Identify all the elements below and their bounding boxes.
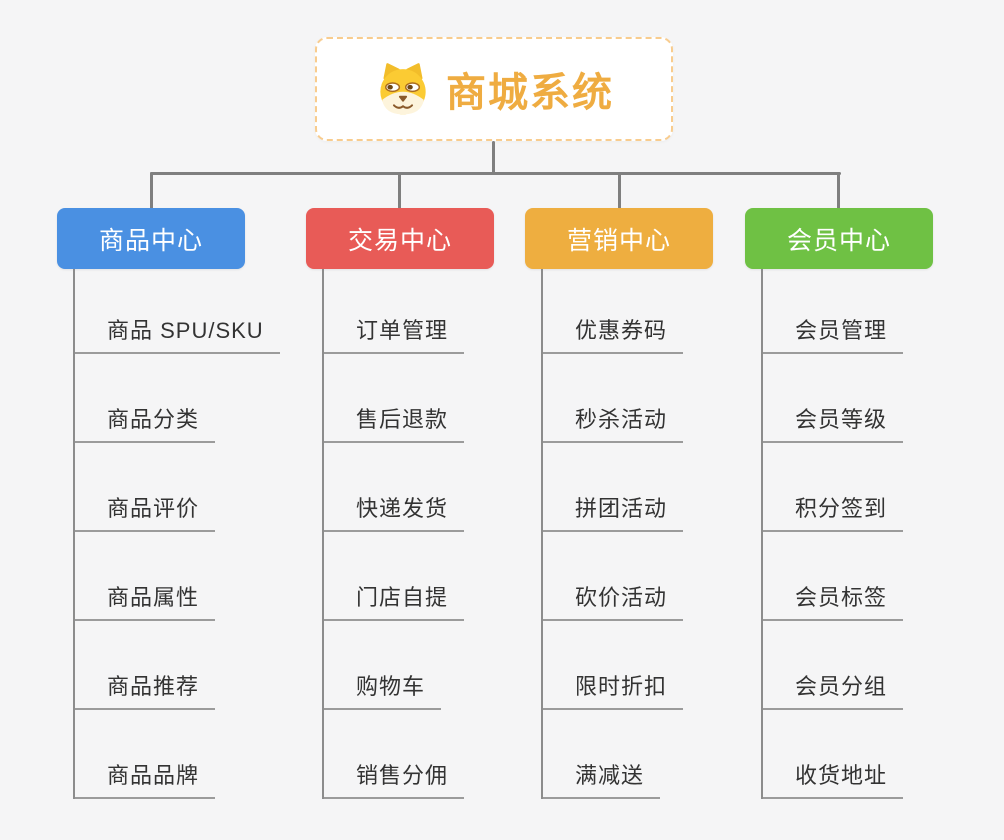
leaf-row: 积分签到 [763,443,985,532]
leaf-row: 购物车 [324,621,546,710]
leaf-row: 限时折扣 [543,621,765,710]
leaf-row: 秒杀活动 [543,354,765,443]
leaf-row: 售后退款 [324,354,546,443]
branch-member-center: 会员中心 会员管理 会员等级 积分签到 会员标签 会员分组 收货地址 [745,208,985,799]
leaf-node[interactable]: 会员管理 [763,313,904,354]
leaf-node[interactable]: 商品推荐 [75,669,216,710]
branch-product-center: 商品中心 商品 SPU/SKU 商品分类 商品评价 商品属性 商品推荐 商品品牌 [57,208,297,799]
leaf-row: 商品推荐 [75,621,297,710]
connector-drop-marketing [618,172,621,209]
leaf-row: 会员等级 [763,354,985,443]
leaf-row: 快递发货 [324,443,546,532]
leaf-node[interactable]: 销售分佣 [324,758,465,799]
leaf-node[interactable]: 会员等级 [763,402,904,443]
doge-icon [374,61,432,117]
connector-drop-member [837,172,840,209]
connector-drop-product [150,172,153,209]
leaf-node[interactable]: 拼团活动 [543,491,684,532]
leaf-node[interactable]: 会员标签 [763,580,904,621]
branch-children-member: 会员管理 会员等级 积分签到 会员标签 会员分组 收货地址 [761,269,985,799]
leaf-node[interactable]: 积分签到 [763,491,904,532]
leaf-row: 拼团活动 [543,443,765,532]
branch-marketing-center: 营销中心 优惠券码 秒杀活动 拼团活动 砍价活动 限时折扣 满减送 [525,208,765,799]
connector-root-vertical [492,141,495,174]
leaf-node[interactable]: 订单管理 [324,313,465,354]
leaf-node[interactable]: 满减送 [543,758,661,799]
leaf-row: 优惠券码 [543,269,765,354]
branch-node-product[interactable]: 商品中心 [57,208,245,269]
branch-children-product: 商品 SPU/SKU 商品分类 商品评价 商品属性 商品推荐 商品品牌 [73,269,297,799]
leaf-row: 会员标签 [763,532,985,621]
leaf-row: 砍价活动 [543,532,765,621]
connector-drop-trade [398,172,401,209]
leaf-node[interactable]: 商品品牌 [75,758,216,799]
leaf-node[interactable]: 收货地址 [763,758,904,799]
root-title: 商城系统 [446,71,614,115]
leaf-row: 收货地址 [763,710,985,799]
root-node[interactable]: 商城系统 [315,37,673,141]
branch-node-trade[interactable]: 交易中心 [306,208,494,269]
leaf-node[interactable]: 商品 SPU/SKU [75,313,280,354]
leaf-row: 会员分组 [763,621,985,710]
leaf-node[interactable]: 商品评价 [75,491,216,532]
leaf-node[interactable]: 门店自提 [324,580,465,621]
leaf-row: 会员管理 [763,269,985,354]
branch-children-marketing: 优惠券码 秒杀活动 拼团活动 砍价活动 限时折扣 满减送 [541,269,765,799]
leaf-row: 满减送 [543,710,765,799]
leaf-row: 门店自提 [324,532,546,621]
connector-horizontal [150,172,841,175]
branch-children-trade: 订单管理 售后退款 快递发货 门店自提 购物车 销售分佣 [322,269,546,799]
leaf-row: 商品品牌 [75,710,297,799]
leaf-row: 商品分类 [75,354,297,443]
leaf-node[interactable]: 售后退款 [324,402,465,443]
branch-node-member[interactable]: 会员中心 [745,208,933,269]
leaf-node[interactable]: 限时折扣 [543,669,684,710]
leaf-node[interactable]: 商品属性 [75,580,216,621]
leaf-node[interactable]: 秒杀活动 [543,402,684,443]
leaf-row: 销售分佣 [324,710,546,799]
leaf-node[interactable]: 快递发货 [324,491,465,532]
leaf-row: 商品评价 [75,443,297,532]
leaf-node[interactable]: 砍价活动 [543,580,684,621]
leaf-row: 订单管理 [324,269,546,354]
leaf-node[interactable]: 商品分类 [75,402,216,443]
leaf-node[interactable]: 会员分组 [763,669,904,710]
leaf-node[interactable]: 优惠券码 [543,313,684,354]
branch-node-marketing[interactable]: 营销中心 [525,208,713,269]
leaf-node[interactable]: 购物车 [324,669,442,710]
leaf-row: 商品属性 [75,532,297,621]
branch-trade-center: 交易中心 订单管理 售后退款 快递发货 门店自提 购物车 销售分佣 [306,208,546,799]
leaf-row: 商品 SPU/SKU [75,269,297,354]
